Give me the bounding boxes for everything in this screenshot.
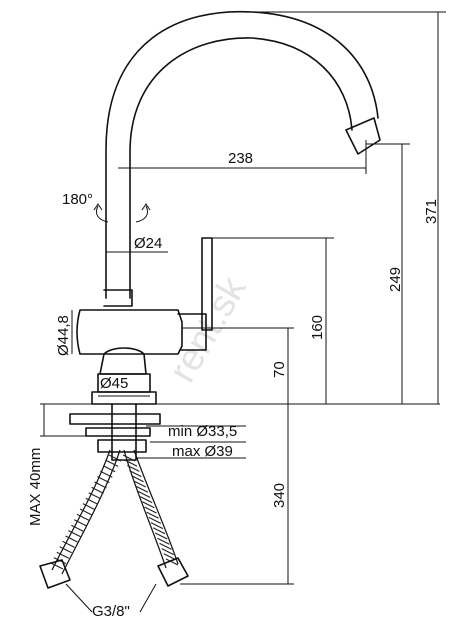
label-base-diameter: Ø45 bbox=[100, 375, 128, 392]
spout-collar bbox=[103, 289, 133, 307]
label-spout-diameter: Ø24 bbox=[134, 235, 162, 252]
dimension-lines bbox=[40, 11, 446, 613]
spout-tube bbox=[105, 10, 379, 299]
hose-nut-right bbox=[157, 557, 189, 587]
lever-joint bbox=[177, 313, 207, 351]
label-body-height: 70 bbox=[271, 361, 288, 378]
cartridge-body bbox=[76, 309, 183, 355]
hose-braid-left bbox=[50, 454, 122, 570]
label-spout-reach: 238 bbox=[228, 150, 253, 167]
faucet-outline bbox=[40, 10, 440, 461]
label-hole-max: max Ø39 bbox=[172, 443, 233, 460]
label-hole-min: min Ø33,5 bbox=[168, 423, 237, 440]
label-hose-length: 340 bbox=[271, 483, 288, 508]
hose-braid-right bbox=[122, 454, 179, 566]
label-total-height: 371 bbox=[423, 199, 440, 224]
mount-washer-bottom bbox=[85, 427, 151, 437]
mount-nut bbox=[97, 439, 147, 453]
lever-handle bbox=[201, 237, 213, 331]
hose-nut-left bbox=[39, 559, 71, 589]
mount-flange bbox=[91, 391, 157, 405]
watermark: rent.sk bbox=[161, 269, 255, 390]
flexible-hoses bbox=[39, 449, 189, 589]
spout-tip bbox=[345, 117, 381, 155]
body-neck bbox=[99, 347, 147, 375]
label-body-diameter: Ø44,8 bbox=[55, 315, 72, 356]
label-thread: G3/8" bbox=[92, 603, 130, 620]
label-lever-height: 160 bbox=[309, 315, 326, 340]
label-max-thickness: MAX 40mm bbox=[27, 448, 44, 526]
label-spout-height: 249 bbox=[387, 267, 404, 292]
label-rotation: 180° bbox=[62, 191, 93, 208]
mount-washer-top bbox=[69, 413, 161, 425]
